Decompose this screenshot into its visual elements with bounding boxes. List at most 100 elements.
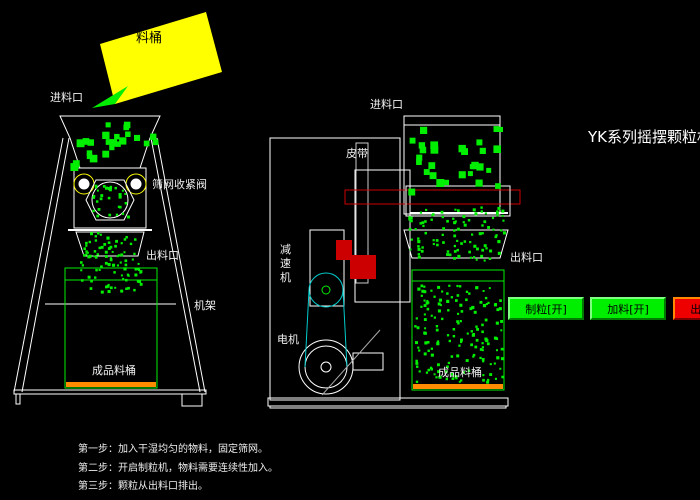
granule (81, 279, 84, 282)
granule (430, 347, 433, 350)
granule (460, 310, 464, 313)
granule (433, 295, 436, 298)
granule (494, 377, 497, 380)
granule (495, 337, 499, 340)
granule (460, 242, 463, 245)
granule (408, 217, 412, 221)
granule (446, 299, 450, 303)
granule (484, 296, 488, 300)
granule (97, 208, 101, 211)
granule (418, 370, 421, 373)
granule (96, 253, 99, 256)
granule (422, 224, 425, 228)
granule (436, 340, 440, 343)
granule (496, 356, 500, 360)
granule (458, 285, 462, 288)
granule (474, 345, 478, 349)
granule (446, 365, 449, 368)
granule (134, 238, 137, 241)
granule (432, 213, 435, 216)
granule (122, 277, 125, 280)
granule (119, 261, 122, 264)
granule (133, 252, 136, 255)
granule (90, 232, 93, 236)
left-machine (13, 115, 207, 407)
granule (494, 235, 498, 239)
feed-toggle-button[interactable]: 加料[开] (590, 297, 666, 320)
granule (482, 304, 487, 308)
granule (108, 188, 112, 192)
granule (120, 274, 123, 277)
granule (457, 312, 460, 315)
discharge-toggle-button[interactable]: 出料[开] (673, 297, 700, 320)
granule (447, 361, 450, 365)
granule (452, 328, 456, 331)
granule (430, 145, 439, 154)
granule (500, 357, 504, 361)
granule (416, 157, 422, 163)
granule (469, 307, 473, 311)
granule (435, 328, 439, 332)
granule (471, 333, 475, 337)
granule (100, 245, 104, 249)
granule (487, 226, 490, 229)
granule (489, 363, 492, 366)
granule (423, 285, 426, 288)
granule (441, 290, 444, 293)
granule (95, 186, 98, 189)
granule (108, 213, 112, 217)
granule (123, 124, 130, 131)
granule (497, 126, 503, 132)
granule (115, 213, 119, 216)
granule (426, 341, 430, 344)
granule (121, 212, 125, 215)
granule (150, 133, 157, 140)
granule (493, 362, 496, 365)
granule (120, 242, 123, 245)
granule (483, 244, 487, 248)
granule (417, 245, 420, 248)
granule (152, 139, 159, 146)
granule (425, 208, 428, 212)
granule (87, 139, 94, 146)
granule (88, 240, 91, 244)
granule (104, 250, 108, 254)
granulate-toggle-button[interactable]: 制粒[开] (508, 297, 584, 320)
granule (453, 229, 456, 232)
granule (409, 137, 416, 144)
granule (125, 287, 128, 290)
granule (495, 321, 499, 325)
granule (455, 299, 458, 302)
granule (419, 222, 422, 225)
granule (460, 379, 463, 382)
granule (86, 251, 89, 254)
granule (415, 359, 418, 363)
granule-particles (70, 121, 507, 384)
granule (85, 253, 88, 256)
granule (420, 294, 423, 297)
granule (94, 276, 97, 279)
granule (421, 289, 425, 293)
granule (463, 223, 467, 227)
granule (125, 278, 128, 282)
granule (446, 253, 449, 256)
granule (487, 378, 490, 382)
granule (85, 250, 88, 253)
granule (465, 290, 469, 293)
granule (98, 268, 101, 271)
granule (93, 255, 96, 258)
granule (459, 303, 463, 307)
granule (424, 327, 427, 330)
granule (112, 263, 116, 267)
granule (109, 186, 112, 189)
granule (481, 323, 484, 327)
frame-label: 机架 (194, 299, 216, 312)
granule (131, 258, 134, 261)
granule (502, 231, 507, 235)
granule (451, 377, 455, 380)
granule (107, 290, 111, 294)
granule (469, 256, 472, 259)
granule (475, 179, 483, 187)
granule (437, 309, 441, 313)
granule (453, 244, 456, 248)
